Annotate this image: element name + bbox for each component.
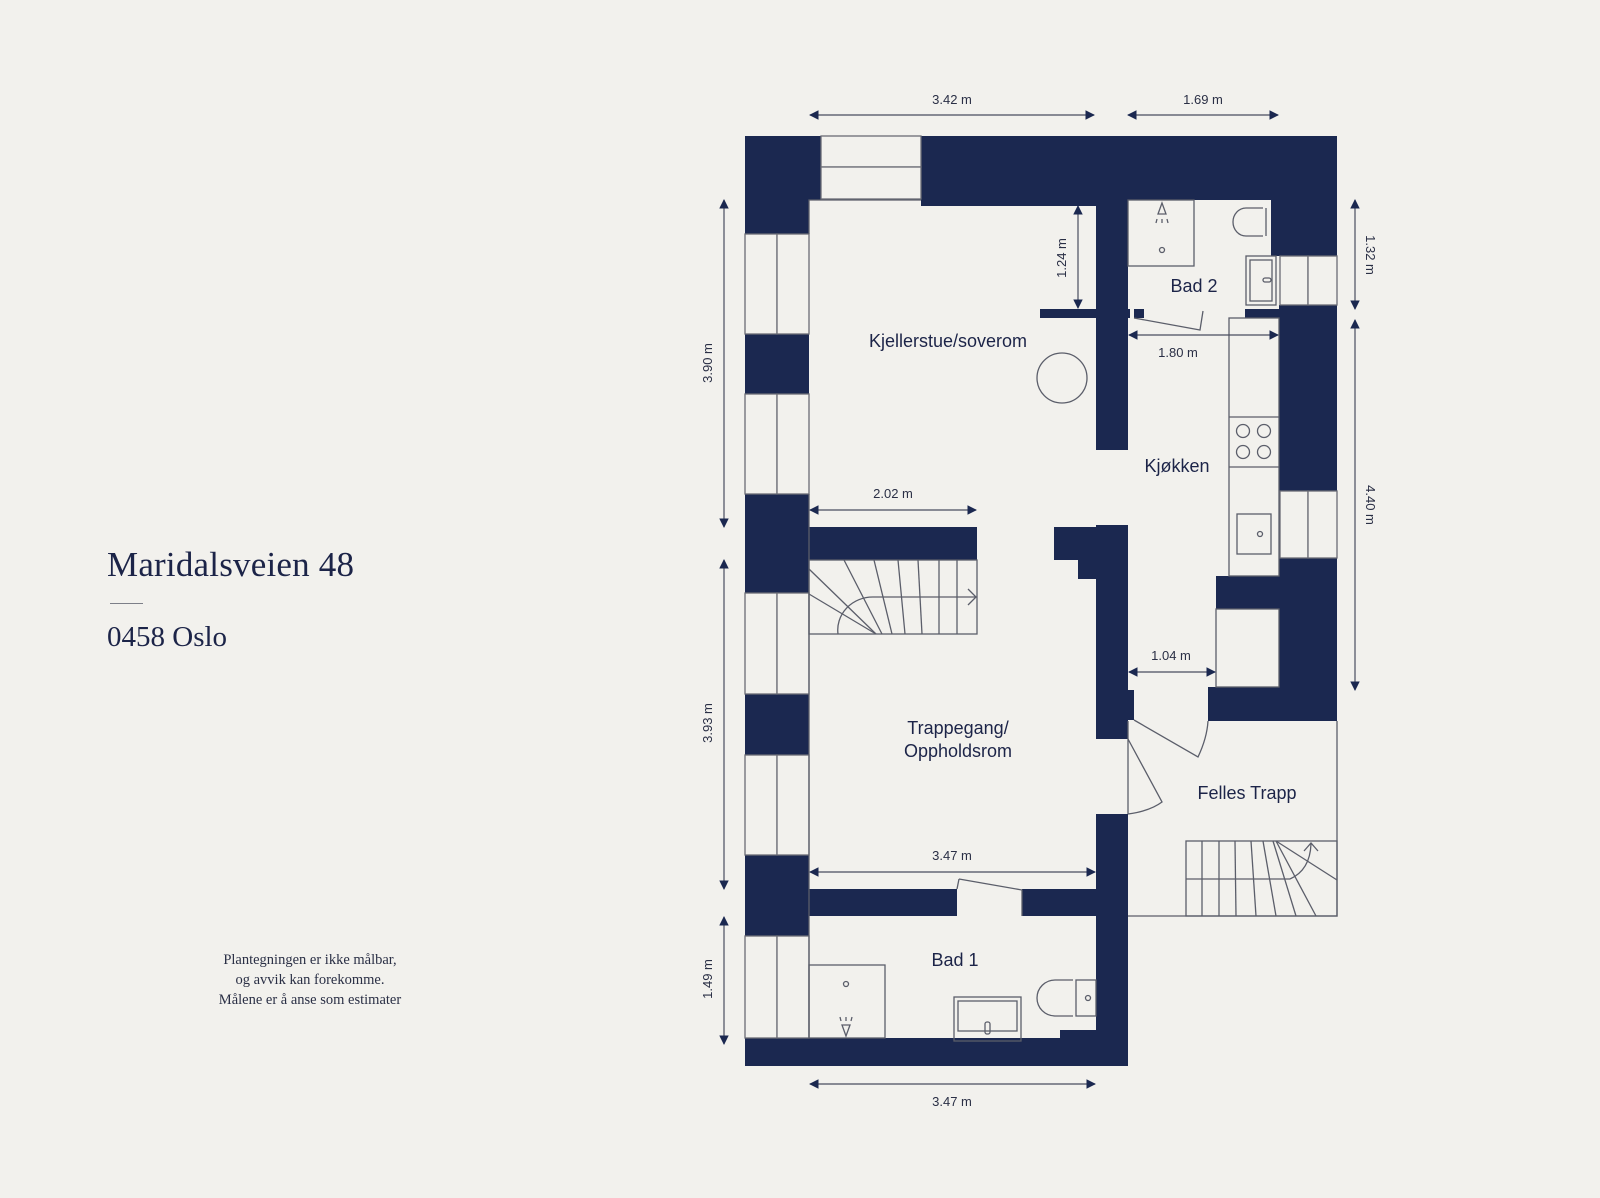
room-label-bad2: Bad 2 <box>1170 276 1217 296</box>
windows <box>744 135 1338 1039</box>
room-label-kjokken: Kjøkken <box>1144 456 1209 476</box>
dimension-top-left: 3.42 m <box>932 92 972 107</box>
room-label-bad1: Bad 1 <box>931 950 978 970</box>
fixtures <box>808 199 1277 1042</box>
room-label-trappegang-2: Oppholdsrom <box>904 741 1012 761</box>
room-label-kjellerstue: Kjellerstue/soverom <box>869 331 1027 351</box>
dimension-top-right: 1.69 m <box>1183 92 1223 107</box>
disclaimer-line: og avvik kan forekomme. <box>235 972 385 988</box>
toilet-icon <box>1232 207 1267 237</box>
stairs-common <box>1185 840 1338 917</box>
dimension-trappegang-width: 3.47 m <box>932 848 972 863</box>
disclaimer: Plantegningen er ikke målbar, og avvik k… <box>185 950 435 1010</box>
kitchen-sink-icon <box>1236 513 1272 555</box>
dimension-right-lower: 4.40 m <box>1363 485 1378 525</box>
dimension-left-upper: 3.90 m <box>700 343 715 383</box>
walls <box>745 136 1337 1066</box>
stove-icon <box>1235 423 1272 460</box>
doors <box>956 310 1209 916</box>
dimension-left-lower: 1.49 m <box>700 959 715 999</box>
room-label-felles-trapp: Felles Trapp <box>1197 783 1296 803</box>
shower-icon <box>1127 199 1195 267</box>
shower-icon <box>808 964 886 1039</box>
dimension-right-upper: 1.32 m <box>1363 235 1378 275</box>
round-table-icon <box>1036 352 1088 404</box>
dimension-left-middle: 3.93 m <box>700 703 715 743</box>
toilet-icon <box>1036 979 1097 1017</box>
sink-icon <box>1245 255 1277 306</box>
address-block: Maridalsveien 48 0458 Oslo <box>107 545 354 654</box>
room-label-trappegang-1: Trappegang/ <box>907 718 1008 738</box>
stairs-interior <box>808 559 978 635</box>
disclaimer-line: Målene er å anse som estimater <box>218 992 402 1008</box>
dimension-bottom-width: 3.47 m <box>932 1094 972 1109</box>
dimension-bad2-height: 1.24 m <box>1054 238 1069 278</box>
address-street: Maridalsveien 48 <box>107 545 355 584</box>
dimension-lines <box>719 110 1360 1089</box>
dimension-stair-width: 2.02 m <box>873 486 913 501</box>
address-postal: 0458 Oslo <box>107 621 228 653</box>
sink-icon <box>953 996 1022 1042</box>
title-divider <box>110 603 143 604</box>
disclaimer-line: Plantegningen er ikke målbar, <box>223 952 397 968</box>
dimension-corridor-width: 1.04 m <box>1151 648 1191 663</box>
dimension-bad2-width: 1.80 m <box>1158 345 1198 360</box>
